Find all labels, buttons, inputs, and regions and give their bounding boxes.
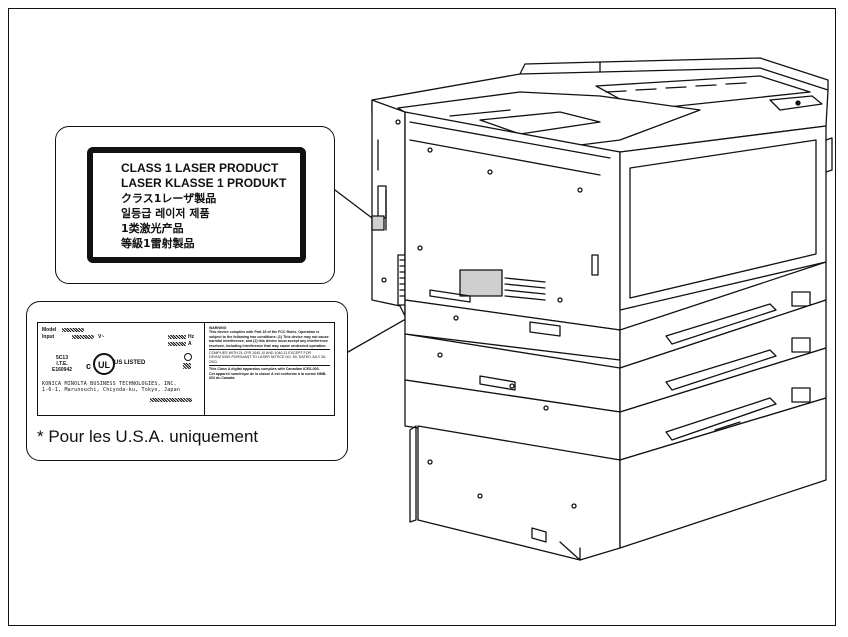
cert-line-1: 5C13 xyxy=(56,355,68,361)
footnote: * Pour les U.S.A. uniquement xyxy=(37,427,259,446)
cdrh-text: COMPLIES WITH 21 CFR 1040.10 AND 1040.11… xyxy=(209,349,330,364)
voltage-unit: V~ xyxy=(98,334,105,340)
ul-listed-mark: c UL xyxy=(86,353,115,375)
svg-text:c: c xyxy=(86,361,91,371)
laser-label-line-6: 等級1雷射製品 xyxy=(121,237,195,250)
figure-frame xyxy=(8,8,836,626)
laser-label-line-5: 1类激光产品 xyxy=(121,222,184,235)
laser-label-callout: CLASS 1 LASER PRODUCT LASER KLASSE 1 PRO… xyxy=(55,126,335,284)
cert-block: 5C13 I.T.E. E160942 xyxy=(52,355,72,373)
laser-label-location xyxy=(371,215,385,231)
canada-fr-text: Cet appareil numérique de la classe A es… xyxy=(209,371,327,381)
cert-line-2: I.T.E. xyxy=(56,361,68,367)
rating-plate-callout: Model Input V~ Hz A 5C13 I.T.E. E160942 … xyxy=(26,301,348,461)
input-label: Input xyxy=(42,334,55,340)
rating-plate-left: Model Input V~ Hz A 5C13 I.T.E. E160942 … xyxy=(38,323,204,415)
laser-label-line-1: CLASS 1 LASER PRODUCT xyxy=(121,161,279,175)
rating-plate-sticker: Model Input V~ Hz A 5C13 I.T.E. E160942 … xyxy=(37,322,335,416)
manufacturer-line-2: 1-6-1, Marunouchi, Chiyoda-ku, Tokyo, Ja… xyxy=(42,387,181,393)
bin-icon xyxy=(183,363,191,369)
recycle-icon xyxy=(184,353,192,361)
canada-en-text: This Class A digital apparatus complies … xyxy=(209,365,330,371)
laser-label-line-4: 일등급 레이저 제품 xyxy=(121,207,210,220)
rating-plate-right: WARNING This device complies with Part 1… xyxy=(204,323,334,415)
svg-text:UL: UL xyxy=(98,360,110,370)
manufacturer-line-1: KONICA MINOLTA BUSINESS TECHNOLOGIES, IN… xyxy=(42,381,177,387)
laser-label-lines: CLASS 1 LASER PRODUCT LASER KLASSE 1 PRO… xyxy=(121,161,286,251)
us-listed-text: US LISTED xyxy=(114,360,146,366)
laser-warning-sticker: CLASS 1 LASER PRODUCT LASER KLASSE 1 PRO… xyxy=(87,147,306,263)
laser-label-line-2: LASER KLASSE 1 PRODUKT xyxy=(121,176,287,190)
frequency-unit: Hz xyxy=(188,334,195,340)
model-label: Model xyxy=(42,327,57,333)
voltage-value-hatch xyxy=(72,335,94,339)
fcc-text: This device complies with Part 15 of the… xyxy=(209,330,329,348)
manufacturer-block: KONICA MINOLTA BUSINESS TECHNOLOGIES, IN… xyxy=(42,381,180,393)
warning-title: WARNING xyxy=(209,326,227,330)
serial-value-hatch xyxy=(150,398,192,402)
cert-line-3: E160942 xyxy=(52,367,73,373)
current-value-hatch xyxy=(168,342,186,346)
body-left-side xyxy=(371,99,406,317)
model-value-hatch xyxy=(62,328,84,332)
current-unit: A xyxy=(188,341,192,347)
laser-label-line-3: クラス1レーザ製品 xyxy=(121,192,217,205)
frequency-value-hatch xyxy=(168,335,186,339)
laser-leader-line xyxy=(334,189,373,219)
cabinet xyxy=(417,425,621,561)
rating-plate-location xyxy=(459,269,503,297)
